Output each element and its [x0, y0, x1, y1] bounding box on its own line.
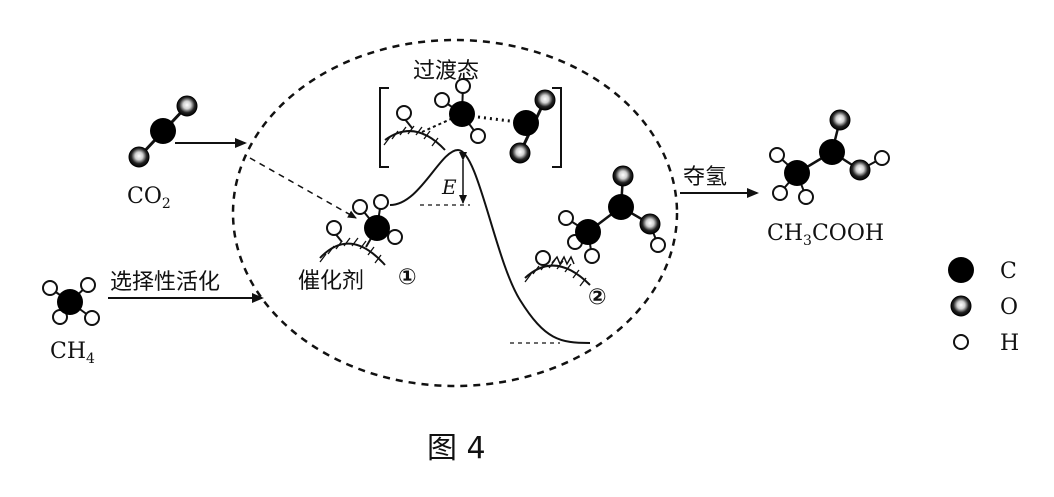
hydrogen-atom — [326, 220, 342, 236]
carbon-atom — [449, 101, 475, 127]
legend-carbon-label: C — [1000, 259, 1017, 284]
oxygen-atom — [612, 165, 634, 187]
hydrogen-atom — [470, 128, 486, 144]
catalyst-surface-step2 — [524, 259, 591, 287]
transition-state-label: 过渡态 — [413, 59, 479, 84]
energy-curve — [389, 148, 591, 344]
hydrogen-atom — [769, 147, 785, 163]
hydrogen-atom — [434, 92, 450, 108]
ts-co2 — [509, 89, 556, 164]
catalyst-surface-ts — [383, 125, 446, 151]
hydrogen-atom — [650, 237, 666, 253]
catalyst-label: 催化剂 — [298, 269, 364, 294]
carbon-atom — [150, 118, 176, 144]
reaction-zone-ellipse — [231, 38, 679, 388]
hydrogen-atom — [373, 194, 389, 210]
oxygen-atom — [128, 146, 150, 168]
product-label: CH3COOH — [767, 221, 884, 249]
hydrogen-atom — [42, 280, 58, 296]
oxygen-atom — [849, 159, 871, 181]
oxygen-atom — [176, 95, 198, 117]
hydrogen-atom — [84, 310, 100, 326]
co2-label: CO2 — [127, 184, 171, 212]
step1-methyl — [352, 194, 403, 248]
carbon-atom — [608, 194, 634, 220]
hydrogen-atom — [455, 78, 471, 94]
carbon-atom — [819, 139, 845, 165]
oxygen-atom — [509, 142, 531, 164]
selective-activation-label: 选择性活化 — [110, 270, 220, 295]
step2-acetic-acid — [558, 165, 666, 264]
carbon-atom — [575, 219, 601, 245]
hydrogen-atom — [558, 210, 574, 226]
atom-legend: C O H — [948, 257, 1019, 356]
hydrogen-atom — [352, 199, 368, 215]
figure-caption: 图 4 — [427, 431, 486, 466]
step1-label: ① — [398, 265, 417, 290]
legend-hydrogen-label: H — [1000, 331, 1019, 356]
step2-label: ② — [588, 285, 607, 310]
oxygen-atom — [534, 89, 556, 111]
co2-molecule — [128, 95, 198, 168]
hydrogen-atom — [874, 150, 890, 166]
hydrogen-atom — [80, 277, 96, 293]
dehydrogenation-label: 夺氢 — [683, 165, 727, 190]
oxygen-atom — [639, 213, 661, 235]
legend-hydrogen-icon — [953, 334, 969, 350]
carbon-atom — [364, 215, 390, 241]
legend-oxygen-icon — [950, 295, 972, 317]
oxygen-atom — [829, 109, 851, 131]
ch4-label: CH4 — [50, 339, 95, 367]
legend-oxygen-label: O — [1000, 295, 1018, 320]
ch4-molecule — [42, 277, 100, 326]
hydrogen-atom — [584, 248, 600, 264]
hydrogen-atom — [396, 105, 412, 121]
carbon-atom — [513, 110, 539, 136]
activation-energy-label: E — [441, 175, 457, 199]
hydrogen-atom — [798, 189, 814, 205]
hydrogen-atom — [535, 250, 551, 266]
acetic-acid-product — [769, 109, 890, 205]
dashed-approach-line — [249, 157, 357, 219]
carbon-atom — [784, 160, 810, 186]
transition-state-bracket — [379, 87, 562, 168]
carbon-atom — [57, 289, 83, 315]
hydrogen-atom — [772, 185, 788, 201]
hydrogen-atom — [387, 229, 403, 245]
legend-carbon-icon — [948, 257, 974, 283]
catalyst-surface-step1 — [319, 237, 386, 266]
ts-methyl — [434, 78, 486, 144]
